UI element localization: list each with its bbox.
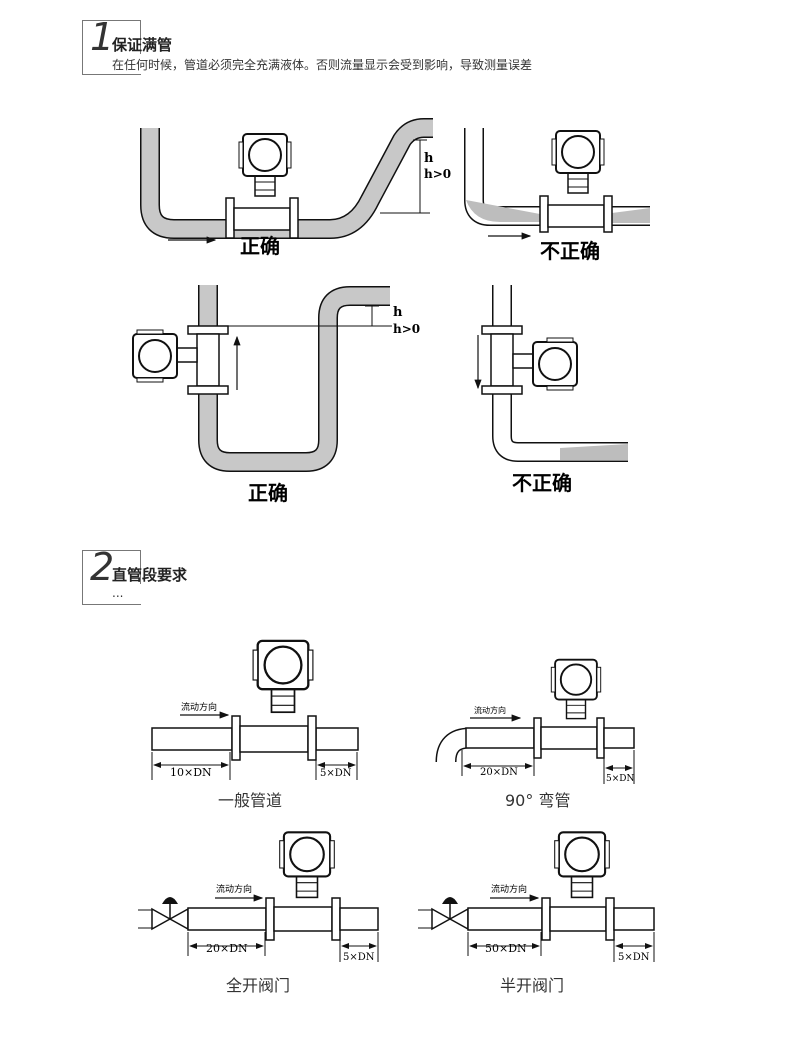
elbow-down: 5×DN — [606, 774, 634, 784]
diagram-half-valve: 流动方向 50×DN 5×DN 半开阀门 — [418, 831, 655, 995]
section2-number: 2 — [90, 545, 115, 589]
general-caption: 一般管道 — [218, 791, 282, 810]
half-valve-flow: 流动方向 — [491, 883, 527, 895]
diagram-b-label: 不正确 — [540, 239, 600, 263]
diagram-c-label: 正确 — [248, 481, 288, 505]
elbow-flow: 流动方向 — [474, 705, 506, 715]
section2-title: 直管段要求 — [112, 566, 188, 584]
diagram-general: 流动方向 10×DN 5×DN 一般管道 — [151, 639, 359, 810]
diagram-elbow: 流动方向 20×DN 5×DN 90° 弯管 — [435, 658, 635, 810]
diagram-c: h h>0 正确 — [132, 285, 420, 505]
section1-title: 保证满管 — [112, 36, 173, 54]
diagram-c-h: h — [393, 305, 403, 320]
diagram-a-hcond: h>0 — [424, 167, 451, 181]
full-valve-down: 5×DN — [343, 952, 375, 963]
section2-subtitle: ... — [112, 586, 124, 600]
general-up: 10×DN — [170, 766, 212, 779]
diagram-a-h: h — [424, 151, 434, 166]
elbow-caption: 90° 弯管 — [505, 791, 570, 810]
section1-subtitle: 在任何时候，管道必须完全充满液体。否则流量显示会受到影响，导致测量误差 — [112, 58, 533, 72]
full-valve-caption: 全开阀门 — [226, 976, 290, 995]
half-valve-caption: 半开阀门 — [500, 976, 564, 995]
diagram-b: 不正确 — [464, 128, 650, 263]
full-valve-up: 20×DN — [206, 942, 248, 955]
diagram-d-label: 不正确 — [512, 471, 572, 495]
general-flow: 流动方向 — [181, 701, 217, 713]
diagram-a-label: 正确 — [240, 234, 280, 258]
general-down: 5×DN — [320, 768, 352, 779]
elbow-up: 20×DN — [480, 767, 518, 778]
full-valve-flow: 流动方向 — [216, 883, 252, 895]
section1-frame — [82, 20, 141, 75]
diagram-d: 不正确 — [474, 285, 628, 495]
half-valve-down: 5×DN — [618, 952, 650, 963]
section1-number: 1 — [90, 15, 115, 59]
diagram-c-hcond: h>0 — [393, 322, 420, 336]
half-valve-up: 50×DN — [485, 942, 527, 955]
diagram-a: h h>0 正确 — [140, 118, 451, 258]
diagram-full-valve: 流动方向 20×DN 5×DN 全开阀门 — [138, 831, 379, 995]
section2-frame — [82, 550, 141, 605]
